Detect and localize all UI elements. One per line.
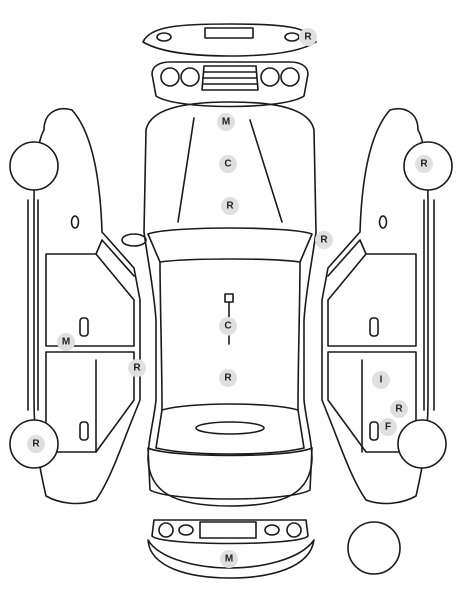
- marker-label: R: [420, 159, 428, 170]
- marker-right-front-wheel: R: [415, 155, 433, 173]
- marker-label: M: [222, 117, 230, 128]
- marker-rear-bumper: R: [299, 28, 317, 46]
- marker-right-rear-door-lower: R: [390, 400, 408, 418]
- marker-label: I: [380, 375, 383, 386]
- marker-hood-top: M: [217, 113, 235, 131]
- rear-bumper: [142, 23, 317, 57]
- marker-label: M: [62, 337, 70, 348]
- front-view: [147, 519, 315, 579]
- marker-right-rear-door: I: [372, 371, 390, 389]
- marker-right-rear-door-f: F: [379, 418, 397, 436]
- marker-label: C: [224, 321, 231, 332]
- car-right-side: [321, 108, 453, 505]
- marker-hood-low: R: [221, 197, 239, 215]
- marker-label: M: [225, 554, 233, 565]
- marker-label: R: [320, 235, 328, 246]
- marker-right-mirror: R: [315, 231, 333, 249]
- marker-label: R: [395, 404, 403, 415]
- car-body-top: [121, 101, 317, 507]
- marker-label: R: [304, 32, 312, 43]
- marker-label: R: [32, 439, 40, 450]
- marker-label: F: [385, 422, 391, 433]
- marker-left-front-door: R: [128, 359, 146, 377]
- marker-front-bumper: M: [220, 550, 238, 568]
- marker-label: C: [224, 159, 231, 170]
- spare-wheel: [347, 521, 401, 575]
- marker-left-front-wheel: R: [27, 435, 45, 453]
- marker-label: R: [133, 363, 141, 374]
- marker-label: R: [226, 201, 234, 212]
- marker-roof-upper: C: [219, 317, 237, 335]
- marker-label: R: [224, 373, 232, 384]
- rear-tail: [151, 61, 309, 108]
- marker-roof-lower: R: [219, 369, 237, 387]
- car-left-side: [9, 108, 141, 505]
- marker-left-rear-door: M: [57, 333, 75, 351]
- marker-hood-mid: C: [219, 155, 237, 173]
